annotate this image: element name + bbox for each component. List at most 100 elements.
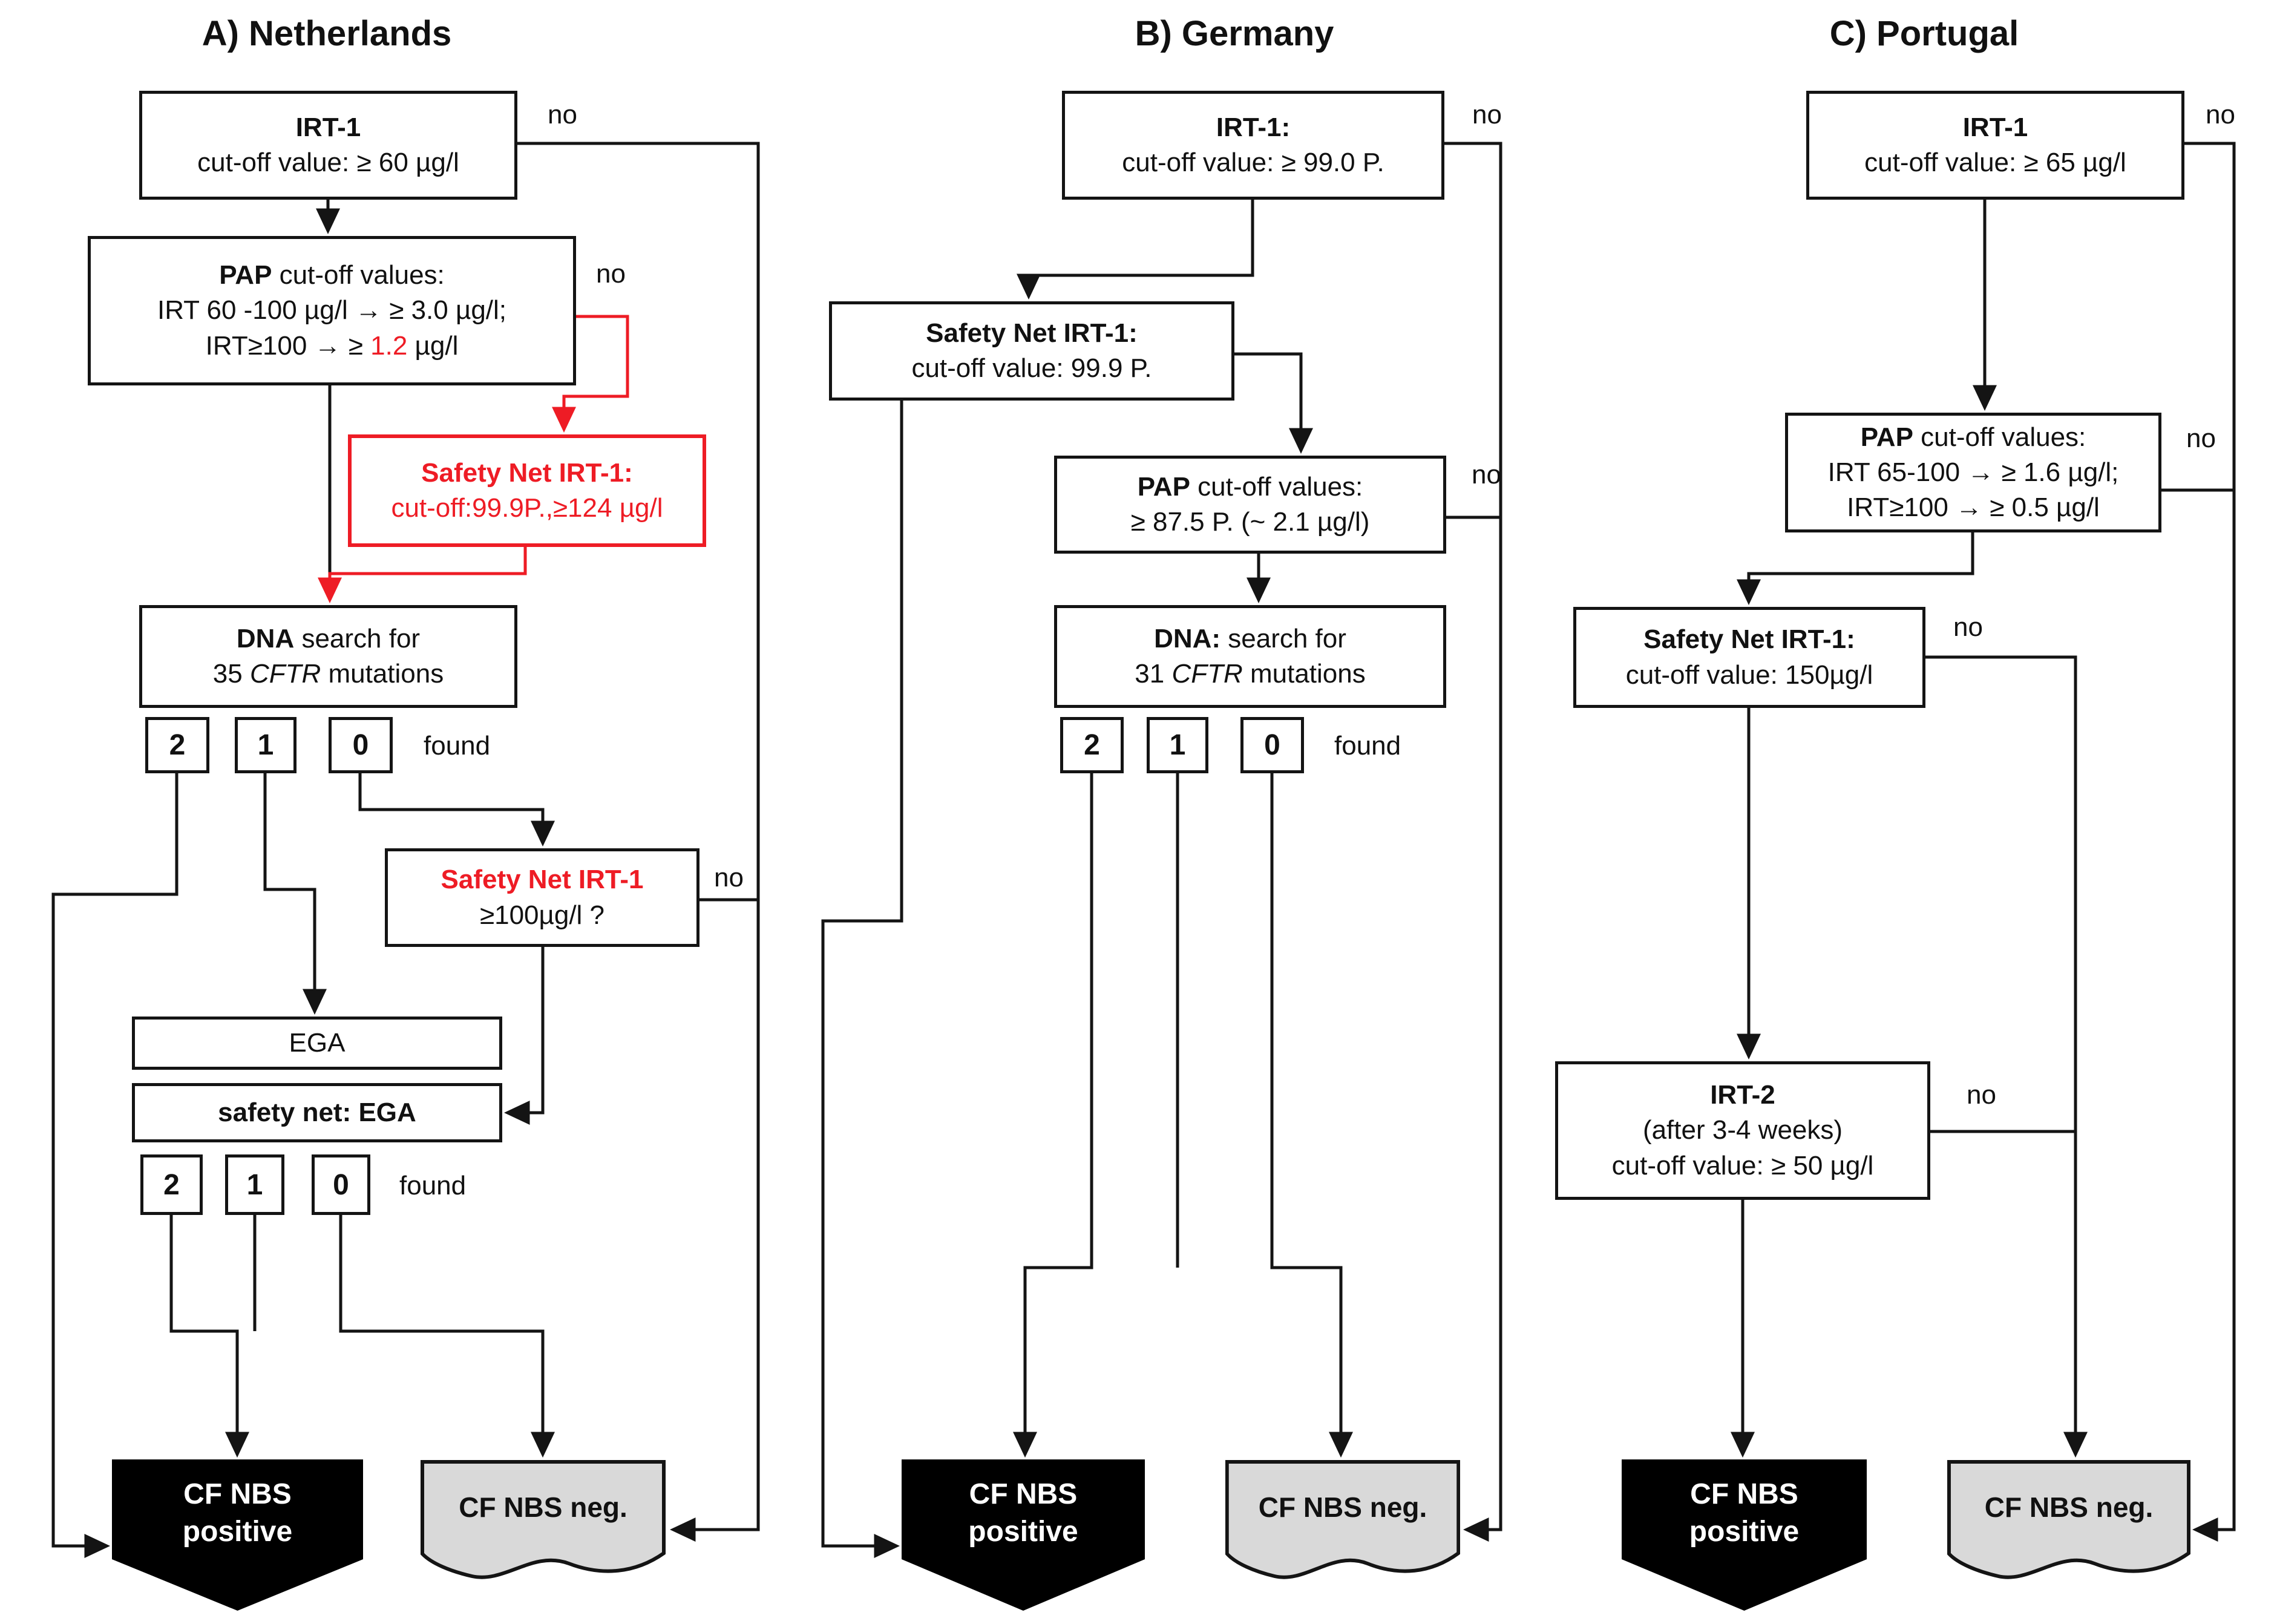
nl-ega0-to-neg xyxy=(339,1215,555,1458)
nl-pap-no-red-line xyxy=(552,315,629,433)
de-negative-doc-shape xyxy=(1225,1460,1460,1579)
pt-positive-line1: CF NBS xyxy=(1690,1478,1798,1510)
pt-irt1-cutoff: cut-off value: ≥ 65 µg/l xyxy=(1864,148,2126,177)
nl-safety-net-irt1-question: ≥100µg/l ? xyxy=(479,900,605,930)
pt-irt2-no-label: no xyxy=(1967,1080,1996,1110)
nl-dna-box: DNA search for 35 CFTR mutations xyxy=(139,605,517,708)
de-cf-nbs-negative: CF NBS neg. xyxy=(1225,1459,1460,1580)
nl-found2-label: found xyxy=(399,1171,467,1200)
nl-pap-no-label: no xyxy=(596,259,626,289)
nl-pap-line3-red-value: 1.2 xyxy=(370,330,408,361)
pt-irt2-line2: cut-off value: ≥ 50 µg/l xyxy=(1611,1150,1874,1180)
de-irt1-title: IRT-1: xyxy=(1216,112,1291,142)
nl-ega2-to-positive xyxy=(169,1215,249,1458)
nl-sn2-to-snega xyxy=(504,947,545,1125)
nl-positive-line2: positive xyxy=(182,1516,293,1548)
nl-ega-box: EGA xyxy=(132,1017,502,1070)
panel-title-netherlands: A) Netherlands xyxy=(201,14,452,53)
de-found-2-box: 2 xyxy=(1060,717,1124,773)
de-found-label: found xyxy=(1334,731,1401,761)
de-found0-to-neg xyxy=(1270,773,1353,1458)
nl-safety-net-ega-box: safety net: EGA xyxy=(132,1083,502,1142)
nl-safety-net-red-box: Safety Net IRT-1: cut-off:99.9P.,≥124 µg… xyxy=(348,434,706,547)
de-sn-to-pap xyxy=(1234,352,1313,454)
nl-found2-0-box: 0 xyxy=(312,1154,370,1215)
pt-safety-net-cutoff: cut-off value: 150µg/l xyxy=(1625,660,1873,690)
de-irt1-cutoff: cut-off value: ≥ 99.0 P. xyxy=(1122,148,1384,177)
de-pap-no-label: no xyxy=(1472,460,1501,489)
pt-irt1-no-line xyxy=(2184,142,2236,1542)
nl-found1-label: found xyxy=(424,731,491,761)
nl-irt1-box: IRT-1 cut-off value: ≥ 60 µg/l xyxy=(139,91,517,200)
nl-found1-0-box: 0 xyxy=(329,717,393,773)
de-irt1-to-sn xyxy=(1017,200,1254,300)
pt-pap-box: PAP cut-off values: IRT 65-100 → ≥ 1.6 µ… xyxy=(1785,413,2161,532)
nl-negative-label: CF NBS neg. xyxy=(459,1491,627,1523)
nl-dna-title: DNA xyxy=(236,623,295,653)
nl-irt1-no-label: no xyxy=(548,100,577,129)
nl-pap-box: PAP cut-off values: IRT 60 -100 µg/l → ≥… xyxy=(88,236,576,385)
nl-found1-2-box: 2 xyxy=(145,717,209,773)
panel-title-germany: B) Germany xyxy=(1135,14,1334,53)
de-safety-net-cutoff: cut-off value: 99.9 P. xyxy=(911,353,1152,383)
nl-dna-gene: CFTR xyxy=(249,659,321,689)
de-found-1-box: 1 xyxy=(1147,717,1208,773)
pt-sn-no-label: no xyxy=(1953,612,1983,642)
de-irt1-no-label: no xyxy=(1472,100,1502,129)
nl-negative-doc-shape xyxy=(421,1460,666,1579)
pt-irt1-box: IRT-1 cut-off value: ≥ 65 µg/l xyxy=(1806,91,2184,200)
nl-safety-net-irt1-box: Safety Net IRT-1 ≥100µg/l ? xyxy=(385,848,699,947)
de-dna-box: DNA: search for 31 CFTR mutations xyxy=(1054,605,1446,708)
pt-irt1-no-label: no xyxy=(2206,100,2235,129)
pt-pap-line3: IRT≥100 → ≥ 0.5 µg/l xyxy=(1847,493,2100,523)
pt-cf-nbs-negative: CF NBS neg. xyxy=(1947,1459,2190,1580)
nl-found1-to-ega xyxy=(263,773,327,1015)
nl-pap-line3a: IRT≥100 → ≥ xyxy=(205,330,371,361)
pt-pap-title: PAP xyxy=(1860,422,1913,452)
nl-pap-line2: IRT 60 -100 µg/l → ≥ 3.0 µg/l; xyxy=(157,295,507,326)
nl-pap-line3b: µg/l xyxy=(407,330,459,361)
de-dna-count: 31 xyxy=(1135,659,1172,689)
nl-sn2-no-label: no xyxy=(714,863,744,892)
de-dna-gene: CFTR xyxy=(1171,659,1243,689)
nl-found2-to-positive-left xyxy=(51,773,179,1558)
nl-safety-net-irt1-title: Safety Net IRT-1 xyxy=(441,865,644,895)
pt-irt2-box: IRT-2 (after 3-4 weeks) cut-off value: ≥… xyxy=(1555,1061,1930,1200)
de-positive-line1: CF NBS xyxy=(969,1478,1078,1510)
de-safety-net-title: Safety Net IRT-1: xyxy=(926,318,1138,348)
nl-safety-net-red-cutoff: cut-off:99.9P.,≥124 µg/l xyxy=(391,493,663,523)
de-safety-net-irt1-box: Safety Net IRT-1: cut-off value: 99.9 P. xyxy=(829,301,1234,401)
pt-pap-to-sn xyxy=(1737,532,1974,605)
nl-ega-label: EGA xyxy=(289,1027,346,1058)
nl-irt1-no-line xyxy=(517,142,760,1542)
pt-irt2-line1: (after 3-4 weeks) xyxy=(1642,1115,1843,1145)
pt-positive-line2: positive xyxy=(1689,1516,1800,1548)
de-sn-to-positive-left xyxy=(821,401,903,1558)
pt-negative-label: CF NBS neg. xyxy=(1984,1491,2154,1523)
nl-safety-net-ega-label: safety net: EGA xyxy=(218,1097,416,1127)
de-pap-box: PAP cut-off values: ≥ 87.5 P. (~ 2.1 µg/… xyxy=(1054,456,1446,554)
pt-pap-line2: IRT 65-100 → ≥ 1.6 µg/l; xyxy=(1827,457,2119,487)
nl-pap-title-rest: cut-off values: xyxy=(272,260,445,290)
panel-title-portugal: C) Portugal xyxy=(1829,14,2019,53)
de-positive-line2: positive xyxy=(968,1516,1078,1548)
pt-irt1-title: IRT-1 xyxy=(1962,112,2028,142)
de-dna-mutations: mutations xyxy=(1242,659,1366,689)
de-found2-to-positive xyxy=(1013,773,1093,1458)
pt-negative-doc-shape xyxy=(1947,1460,2190,1579)
nl-found0-to-sn2 xyxy=(358,773,555,846)
nl-irt1-title: IRT-1 xyxy=(295,112,361,142)
nl-snred-to-dna xyxy=(318,547,527,603)
nl-positive-line1: CF NBS xyxy=(183,1478,292,1510)
nl-cf-nbs-negative: CF NBS neg. xyxy=(421,1459,666,1580)
nl-found2-1-box: 1 xyxy=(225,1154,284,1215)
de-pap-title-rest: cut-off values: xyxy=(1190,471,1363,502)
nl-dna-count: 35 xyxy=(212,659,250,689)
de-pap-line2: ≥ 87.5 P. (~ 2.1 µg/l) xyxy=(1130,507,1370,537)
pt-pap-title-rest: cut-off values: xyxy=(1913,422,2086,452)
nl-dna-mutations: mutations xyxy=(321,659,444,689)
de-dna-title: DNA: xyxy=(1154,623,1221,653)
nl-pap-title: PAP xyxy=(219,260,272,290)
pt-safety-net-title: Safety Net IRT-1: xyxy=(1643,624,1855,655)
